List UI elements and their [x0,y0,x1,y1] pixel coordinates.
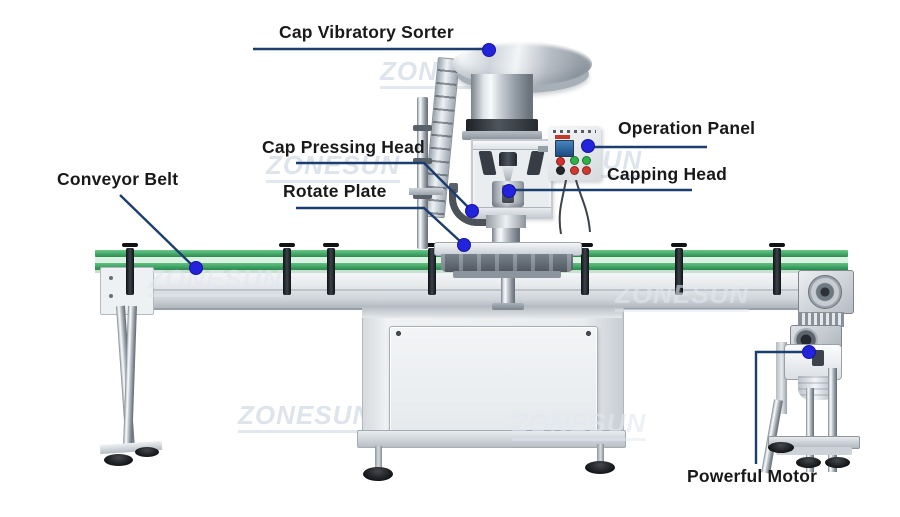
green-button [582,156,591,165]
sorter-base-ring [462,131,542,140]
zonesun-watermark: ZONESUN [615,281,750,312]
operation-panel-box [538,126,608,241]
frame-brace [526,151,545,175]
gearbox-face [808,275,842,309]
zonesun-watermark: ZONESUN [512,410,647,441]
rail-clamp [424,243,440,297]
panel-mount-arm [538,146,549,152]
panel-label-row [553,130,596,133]
pole-clamp-ring [413,158,432,164]
powerful-motor-assembly [761,258,862,474]
panel-red-tag [555,135,570,139]
rotate-plate-lower [453,271,561,278]
cabinet-front-panel [389,326,598,436]
column-neck [486,215,526,228]
rail-clamp [577,243,593,297]
rail-clamp [122,243,138,297]
label-operation-panel: Operation Panel [618,118,756,138]
red-button [556,157,565,166]
pole-bracket [409,188,443,195]
red-button [582,166,591,175]
support-pole [417,97,428,249]
spindle-cone [502,166,514,181]
pillar-flange [492,303,524,310]
label-conveyor-belt: Conveyor Belt [57,169,179,189]
suction-foot [796,457,821,468]
rail-clamp [279,243,295,297]
cap-pressing-head-arm [449,189,486,226]
frame-top-rail [473,141,551,150]
green-button [570,156,579,165]
stand-base-inner [776,447,852,455]
panel-display [555,140,574,157]
frame-bottom-rail [473,207,551,217]
conveyor-beam-seam [100,289,798,291]
stand-leg [828,368,837,472]
cabinet-top-edge [362,307,622,318]
sorter-drum [471,74,533,126]
red-button [570,166,579,175]
cabinet-foot-stem [597,444,604,465]
rail-clamp [769,243,785,297]
zonesun-watermark: ZONESUN [238,402,373,433]
suction-foot [825,457,850,468]
label-cap-vibratory-sorter: Cap Vibratory Sorter [279,22,454,42]
sorter-vibration-base [466,119,538,133]
cabinet-foot [363,467,393,481]
suction-foot [135,447,159,457]
black-button [556,166,565,175]
conveyor-leg [99,305,170,476]
suction-foot [104,454,133,466]
pole-clamp-ring [413,125,432,131]
zonesun-watermark: ZONESUN [148,266,283,297]
cabinet-foot-stem [375,446,382,470]
panel-screw [396,331,401,336]
rail-clamp [671,243,687,297]
rotate-plate-star-wheel [441,254,573,272]
cabinet-foot [585,461,615,474]
motor-terminal-box [812,350,824,366]
zonesun-watermark: ZONESUN [266,152,401,183]
frame-brace [478,151,497,175]
panel-cables [558,180,591,235]
rail-clamp [323,243,339,297]
stand-leg [806,388,814,472]
column [492,228,520,246]
label-rotate-plate: Rotate Plate [283,181,387,201]
rotate-plate-pillar [501,278,515,306]
spindle-cap [499,152,517,166]
suction-foot [768,442,794,453]
chuck-slot [502,185,514,203]
panel-screw [586,331,591,336]
